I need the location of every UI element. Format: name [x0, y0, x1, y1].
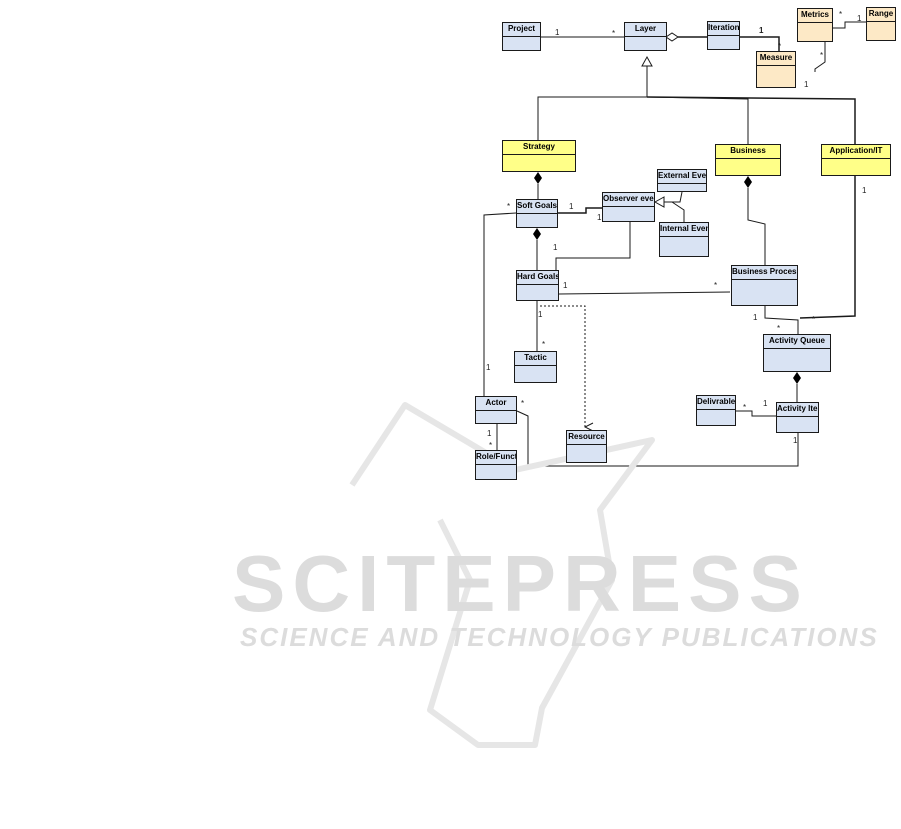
class-external-event[interactable]: External Event — [657, 169, 707, 192]
mult-softgoals-many: * — [507, 202, 511, 211]
edge-softgoals-observer — [558, 207, 602, 214]
mult-queue-many-left: * — [777, 324, 781, 333]
mult-iteration-1: 1 — [759, 26, 764, 35]
edge-hardgoals-resource — [540, 305, 585, 427]
mult-hardgoals-tactic-1: 1 — [538, 310, 543, 319]
class-soft-goals[interactable]: Soft Goals — [516, 199, 558, 228]
mult-tactic-many: * — [542, 340, 546, 349]
edge-bp-queue — [764, 306, 799, 334]
edge-metrics-measure — [814, 42, 826, 72]
class-deliverables[interactable]: Delivrables — [696, 395, 736, 426]
mult-bp-many: * — [714, 281, 718, 290]
class-hard-goals[interactable]: Hard Goals — [516, 270, 559, 301]
edge-hardgoals-bp — [558, 291, 731, 295]
mult-deliverables-many: * — [743, 403, 747, 412]
composition-diamond-softgoals — [533, 228, 541, 240]
class-tactic[interactable]: Tactic — [514, 351, 557, 383]
mult-softgoals-observer-1: 1 — [569, 202, 574, 211]
class-activity-items[interactable]: Activity Items — [776, 402, 819, 433]
class-iteration[interactable]: Iteration — [707, 21, 740, 50]
class-range[interactable]: Range — [866, 7, 896, 41]
class-layer[interactable]: Layer — [624, 22, 667, 51]
mult-items-1: 1 — [793, 436, 798, 445]
mult-hardgoals-bp-1: 1 — [563, 281, 568, 290]
mult-role-1: 1 — [487, 429, 492, 438]
mult-role-many: * — [489, 441, 493, 450]
mult-metrics-range-1: 1 — [857, 14, 862, 23]
mult-hardgoals-observer-1: 1 — [553, 243, 558, 252]
class-actor[interactable]: Actor — [475, 396, 517, 424]
class-resource[interactable]: Resource — [566, 430, 607, 463]
mult-actor-many: * — [521, 399, 525, 408]
class-application-it[interactable]: Application/IT — [821, 144, 891, 176]
mult-items-deliverables-1: 1 — [763, 399, 768, 408]
edge-business-bp — [747, 188, 766, 265]
class-internal-event[interactable]: Internal Event — [659, 222, 709, 257]
class-observer-events[interactable]: Observer events — [602, 192, 655, 222]
mult-project-layer-many: * — [612, 29, 616, 38]
class-project[interactable]: Project — [502, 22, 541, 51]
watermark-subtext: SCIENCE AND TECHNOLOGY PUBLICATIONS — [240, 622, 879, 652]
edge-iteration-measure — [740, 36, 780, 51]
edge-metrics-range — [832, 21, 866, 29]
composition-diamond-strategy — [534, 172, 542, 184]
edge-gen-internal — [671, 201, 685, 222]
class-metrics[interactable]: Metrics — [797, 8, 833, 42]
edge-observer-hardgoals — [555, 222, 631, 271]
composition-diamond-queue — [793, 372, 801, 384]
mult-queue-many-right: * — [812, 315, 816, 324]
mult-project-layer-1: 1 — [555, 28, 560, 37]
mult-observer-1: 1 — [597, 213, 602, 222]
mult-measure-1: 1 — [804, 80, 809, 89]
watermark-text: SCITEPRESS — [232, 539, 809, 628]
edge-gen-strategy — [537, 96, 647, 140]
class-activity-queue[interactable]: Activity Queue — [763, 334, 831, 372]
class-measure[interactable]: Measure — [756, 51, 796, 88]
mult-bp-queue-1: 1 — [753, 313, 758, 322]
mult-metrics-measure-many: * — [820, 51, 824, 60]
mult-metrics-range-many: * — [839, 10, 843, 19]
edge-deliverables-items — [736, 410, 776, 417]
edge-gen-appit — [646, 96, 856, 144]
class-business-process[interactable]: Business Process — [731, 265, 798, 306]
class-strategy[interactable]: Strategy — [502, 140, 576, 172]
mult-appit-1: 1 — [862, 186, 867, 195]
edge-gen-external — [664, 191, 683, 203]
mult-measure-many: * — [778, 42, 782, 51]
mult-actor-1: 1 — [486, 363, 491, 372]
edge-softgoals-actor — [483, 212, 517, 396]
class-business[interactable]: Business — [715, 144, 781, 176]
class-role-function[interactable]: Role/Function — [475, 450, 517, 480]
composition-diamond-business — [744, 176, 752, 188]
edge-appit-queue — [799, 176, 856, 319]
